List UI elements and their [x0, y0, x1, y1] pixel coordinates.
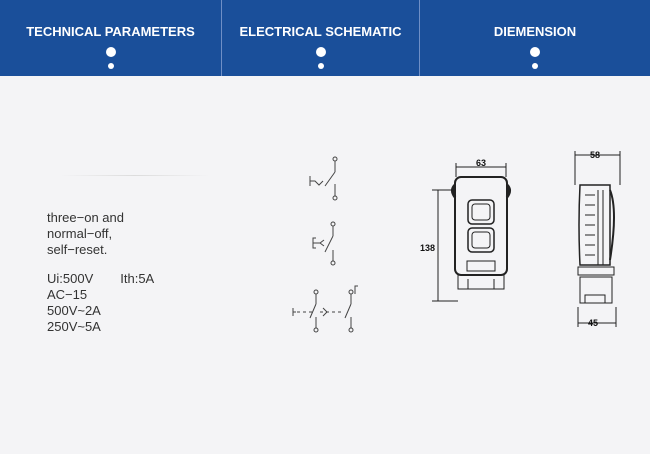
rating-line: 500V~2A [47, 303, 101, 318]
tab-indicator-dot-small [532, 63, 538, 69]
dimension-drawing: 63 138 58 45 [420, 150, 621, 328]
tab-label: ELECTRICAL SCHEMATIC [239, 24, 402, 39]
tab-technical-parameters[interactable]: TECHNICAL PARAMETERS [0, 0, 222, 76]
tab-indicator-dot [315, 47, 326, 57]
rating-line: 250V~5A [47, 319, 101, 334]
rating-line: Ui:500V Ith:5A [47, 271, 154, 287]
tab-indicator-dot [530, 47, 540, 57]
tab-label: TECHNICAL PARAMETERS [26, 24, 195, 39]
front-view [432, 163, 511, 302]
dim-side-top: 58 [590, 150, 600, 160]
dim-front-width: 63 [476, 158, 486, 168]
schematic-contact-1 [309, 156, 338, 201]
description-line: self−reset. [47, 242, 108, 257]
dim-side-bottom: 45 [588, 318, 598, 328]
description-line: normal−off, [47, 226, 113, 241]
tab-indicator-dot-small [317, 63, 324, 69]
dim-front-height: 138 [420, 243, 435, 253]
tab-electrical-schematic[interactable]: ELECTRICAL SCHEMATIC [222, 0, 420, 76]
side-view [574, 151, 621, 327]
description-line: three−on and [47, 210, 124, 225]
tab-indicator-dot-small [107, 63, 114, 69]
ui-value: Ui:500V [47, 271, 94, 286]
ith-value: Ith:5A [120, 271, 155, 286]
tab-dimension[interactable]: DIEMENSION [420, 0, 650, 76]
schematic-contact-2 [312, 221, 336, 266]
tab-indicator-dot [105, 47, 116, 57]
divider [60, 175, 210, 176]
tab-bar: TECHNICAL PARAMETERS ELECTRICAL SCHEMATI… [0, 0, 650, 76]
schematic-contact-3 [292, 285, 358, 333]
rating-line: AC−15 [47, 287, 88, 302]
electrical-schematic [292, 156, 358, 333]
tab-label: DIEMENSION [493, 24, 577, 39]
technical-parameters-text: three−on and normal−off, self−reset. Ui:… [47, 210, 154, 335]
